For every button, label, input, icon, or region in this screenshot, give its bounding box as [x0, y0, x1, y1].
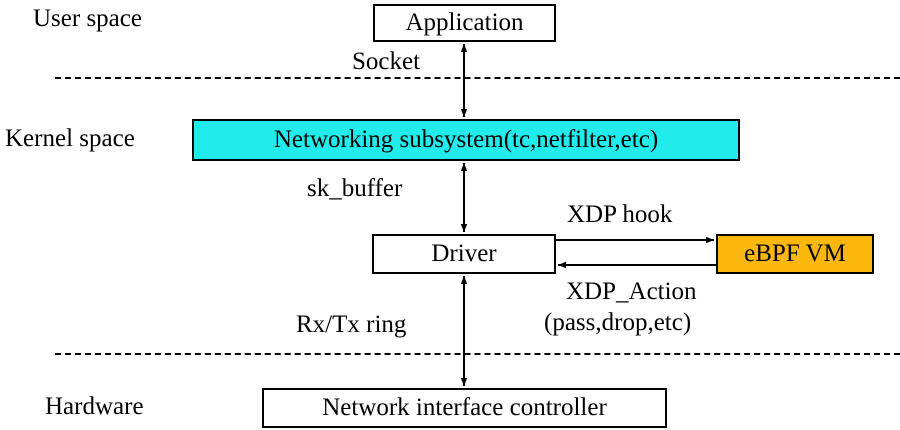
hardware-label: Hardware — [45, 393, 144, 420]
user-kernel-separator — [55, 77, 900, 79]
ebpf-vm-box: eBPF VM — [716, 234, 874, 274]
networking-subsystem-label: Networking subsystem(tc,netfilter,etc) — [273, 126, 659, 153]
rx-tx-ring-label: Rx/Tx ring — [296, 311, 407, 338]
application-box: Application — [373, 4, 556, 42]
xdp-action-options-label: (pass,drop,etc) — [544, 309, 692, 336]
networking-subsystem-box: Networking subsystem(tc,netfilter,etc) — [192, 119, 740, 161]
kernel-hardware-separator — [55, 353, 900, 355]
driver-box: Driver — [372, 234, 556, 274]
ebpf-vm-label: eBPF VM — [744, 240, 846, 267]
nic-box: Network interface controller — [262, 388, 667, 428]
xdp-action-label: XDP_Action — [566, 278, 697, 305]
user-space-label: User space — [33, 5, 142, 32]
kernel-space-label: Kernel space — [5, 125, 135, 152]
nic-label: Network interface controller — [322, 394, 607, 421]
xdp-hook-label: XDP hook — [567, 201, 673, 228]
socket-label: Socket — [352, 48, 421, 75]
sk-buffer-label: sk_buffer — [307, 175, 403, 202]
driver-label: Driver — [431, 240, 497, 267]
application-label: Application — [405, 9, 524, 36]
